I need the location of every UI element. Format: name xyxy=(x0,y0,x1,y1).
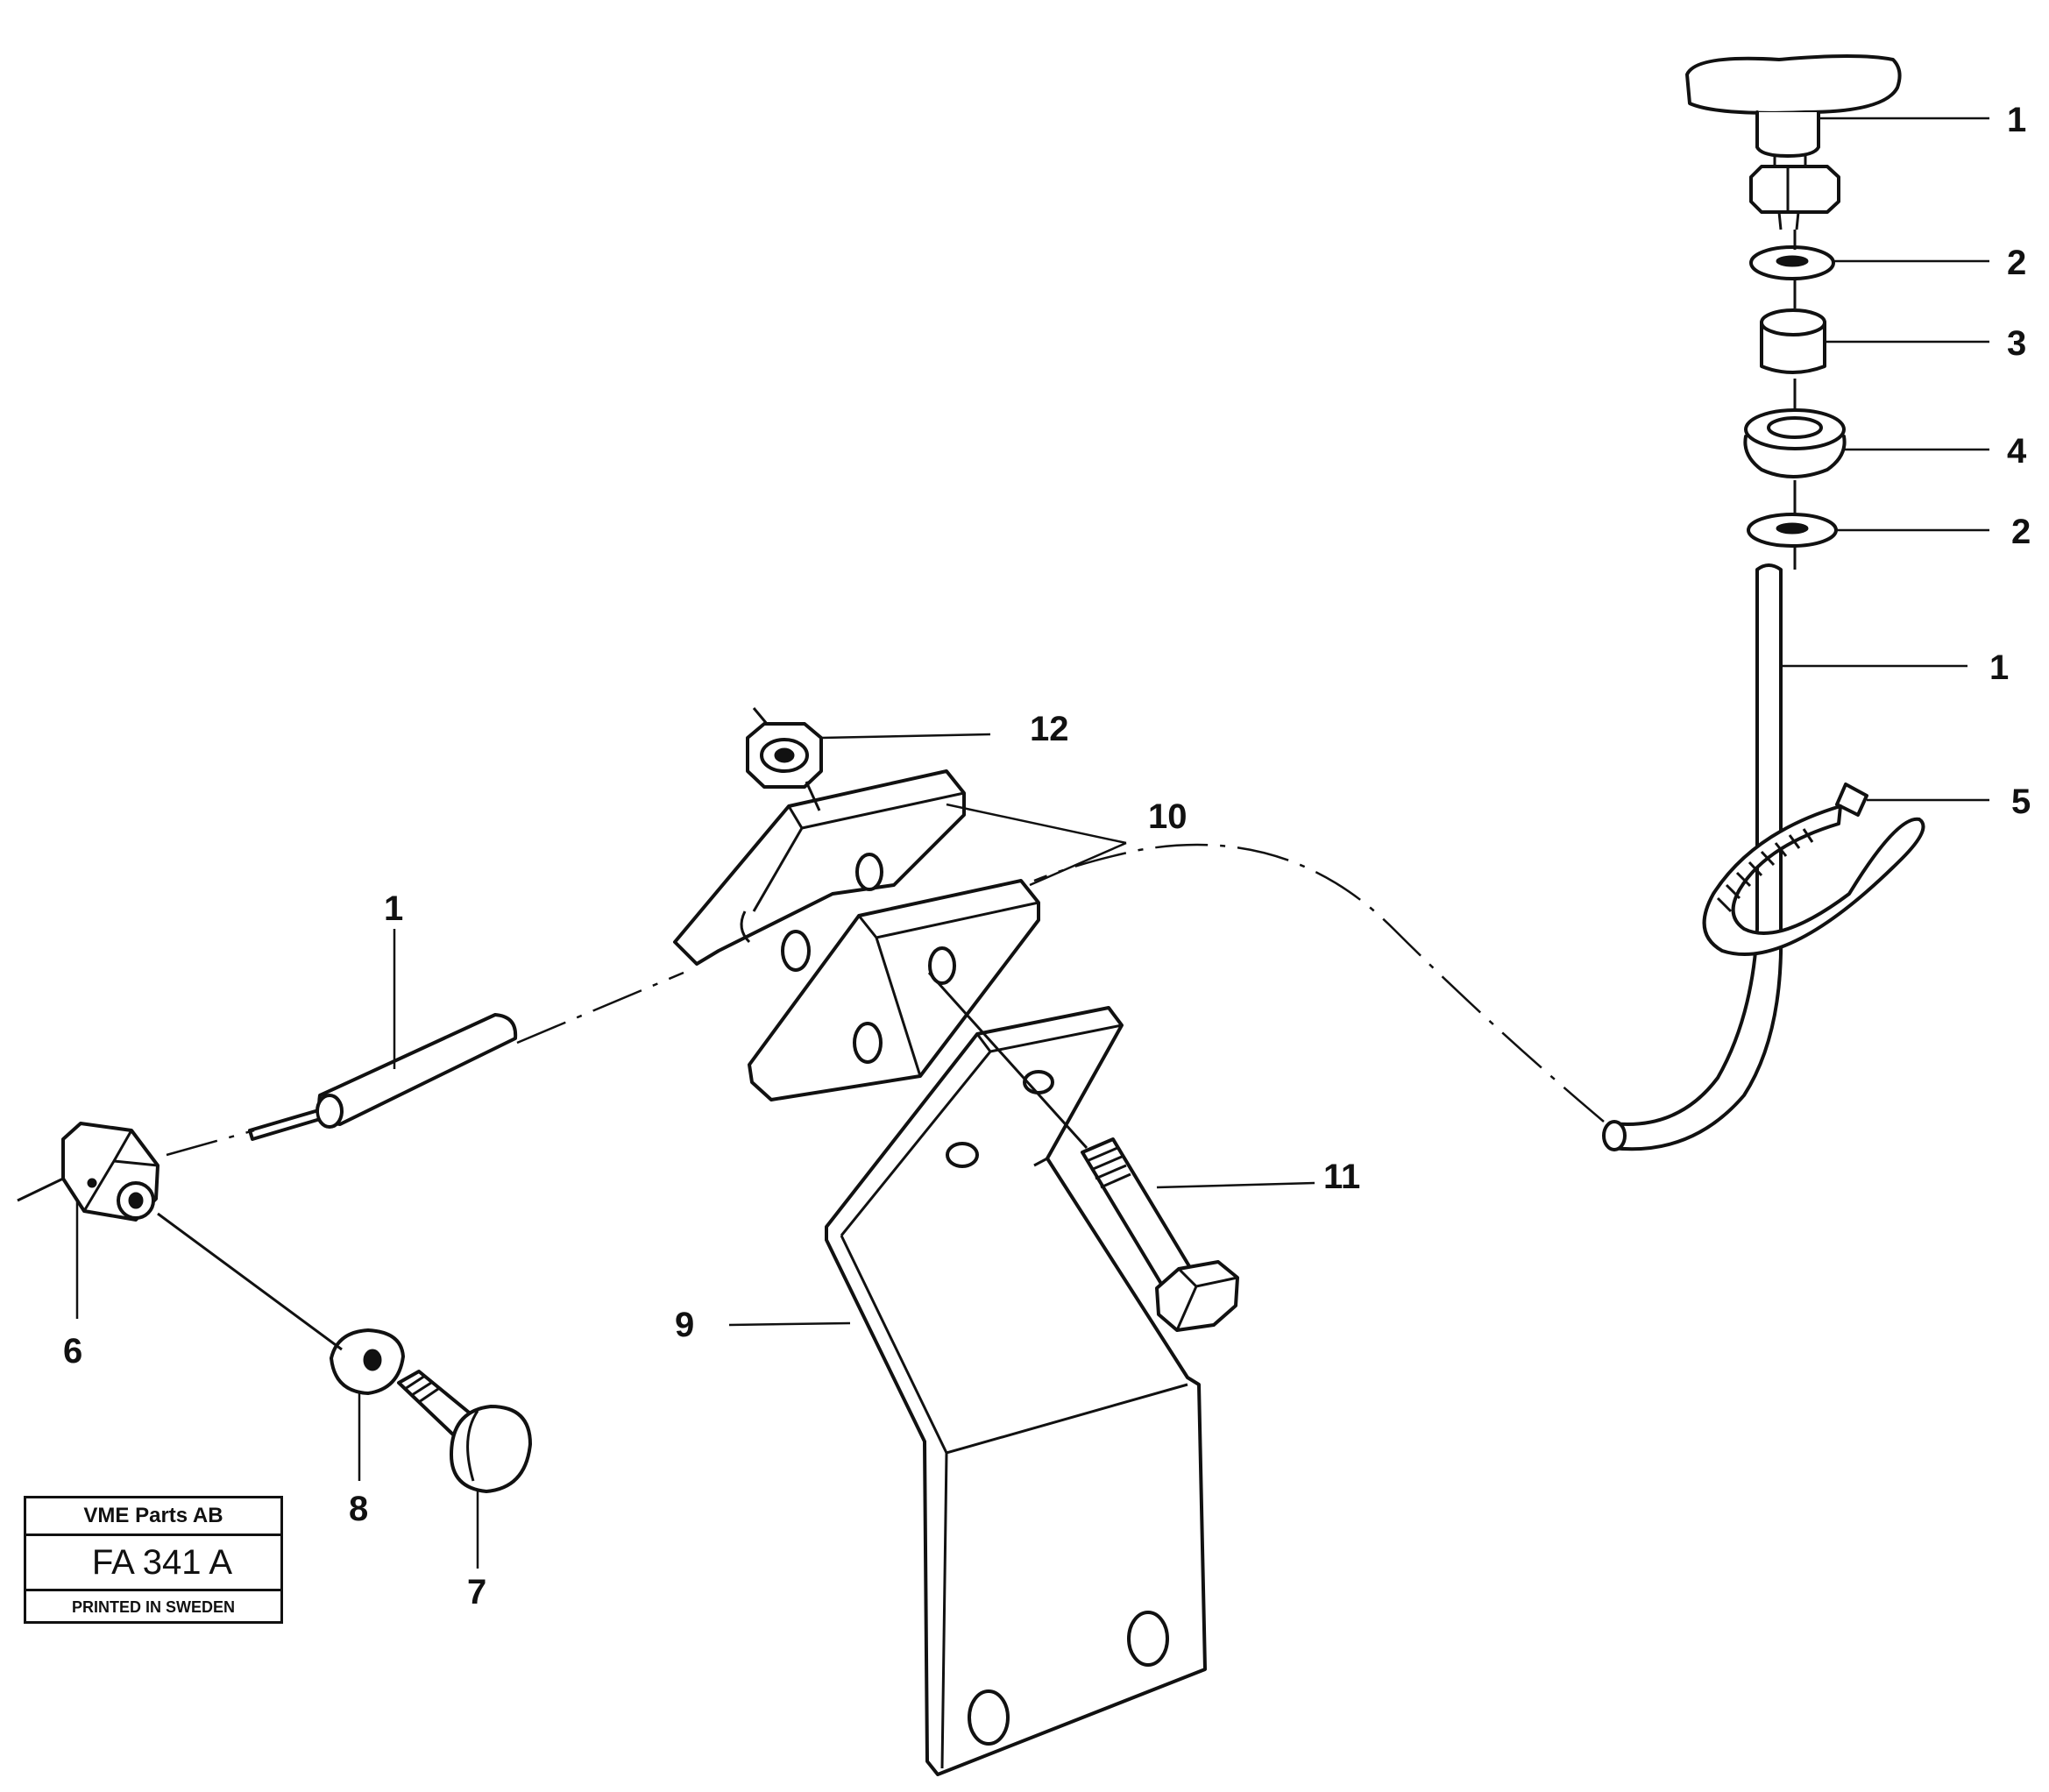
clamp-block-upper xyxy=(673,769,966,972)
centerline-left xyxy=(166,971,684,1157)
callout-7: 7 xyxy=(467,1573,486,1611)
callout-2: 2 xyxy=(2011,513,2031,551)
callout-1: 1 xyxy=(384,889,403,928)
clamp-block-lower xyxy=(748,879,1040,1101)
callout-9: 9 xyxy=(675,1306,694,1344)
washer-8 xyxy=(330,1328,405,1395)
t-handle-knob xyxy=(1685,54,1902,158)
grommet xyxy=(1743,408,1847,478)
callout-11: 11 xyxy=(1323,1158,1360,1196)
callout-10: 10 xyxy=(1148,797,1188,836)
centerline-bolt7 xyxy=(157,1212,343,1351)
bolt-11 xyxy=(1081,1137,1239,1332)
title-block: VME Parts AB FA 341 A PRINTED IN SWEDEN xyxy=(24,1496,283,1624)
cable-tie xyxy=(1702,783,1925,956)
callout-5: 5 xyxy=(2011,783,2031,821)
callout-8: 8 xyxy=(349,1490,368,1528)
printed-note: PRINTED IN SWEDEN xyxy=(71,1598,235,1616)
mounting-bracket xyxy=(825,1006,1207,1776)
callout-1: 1 xyxy=(1989,648,2009,687)
bolt-7 xyxy=(397,1370,532,1493)
callout-12: 12 xyxy=(1030,710,1069,748)
leader-lines xyxy=(75,117,1989,1569)
callout-3: 3 xyxy=(2007,324,2026,363)
washer-bottom xyxy=(1747,513,1838,548)
hex-nut-top xyxy=(1749,156,1840,230)
bushing xyxy=(1760,308,1826,374)
centerline-6 xyxy=(17,1177,64,1202)
lock-nut xyxy=(746,707,823,789)
cable-route-line xyxy=(1033,843,1605,1123)
swivel-block xyxy=(61,1122,160,1222)
washer-top xyxy=(1749,245,1835,280)
cable-end-rod xyxy=(248,1013,518,1141)
diagram-code: FA 341 A xyxy=(26,1536,280,1591)
callout-2: 2 xyxy=(2007,244,2026,282)
company-name: VME Parts AB xyxy=(26,1498,280,1536)
centerline-bolt11 xyxy=(927,971,1088,1150)
callout-4: 4 xyxy=(2007,432,2027,471)
callout-6: 6 xyxy=(63,1332,82,1371)
centerline-nut12 xyxy=(805,781,821,811)
callout-1: 1 xyxy=(2007,101,2026,139)
